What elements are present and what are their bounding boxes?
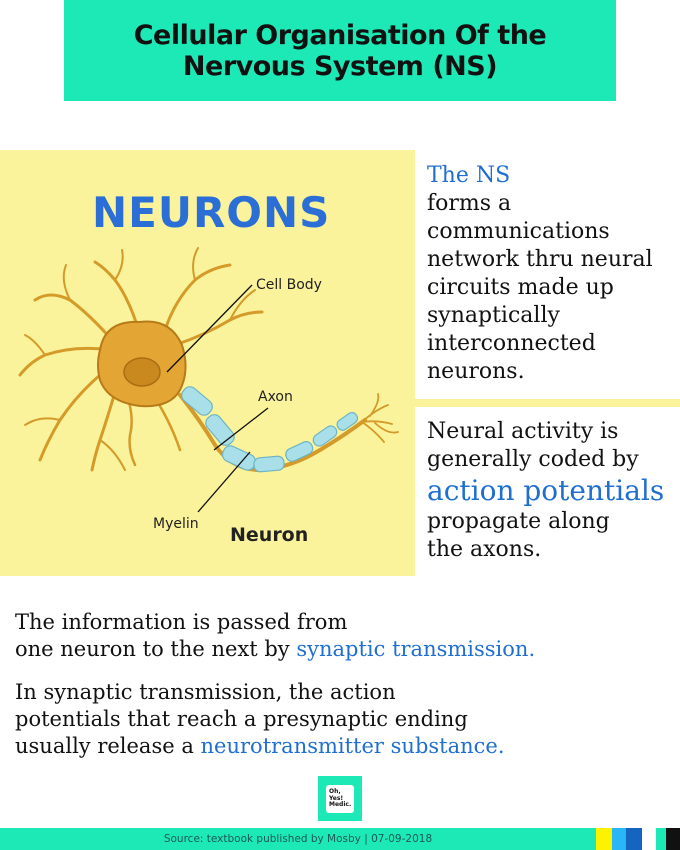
logo-line-3: Medic. [329, 801, 352, 809]
neuron-illustration-panel: NEURONS [0, 150, 415, 576]
info-line-1: The information is passed from [15, 610, 348, 634]
label-cell-body: Cell Body [256, 277, 322, 293]
activity-line-3: propagate along [427, 509, 610, 534]
synaptic-transmission-text: In synaptic transmission, the action pot… [15, 679, 655, 760]
activity-line-4: the axons. [427, 537, 542, 562]
footer-stripe-blue [626, 828, 642, 850]
logo-badge: Oh, Yes! Medic. [326, 785, 354, 813]
ns-line-6: interconnected [427, 331, 596, 356]
page-title-line-2: Nervous System (NS) [182, 50, 498, 82]
ns-line-1: forms a [427, 191, 512, 216]
title-banner: Cellular Organisation Of the Nervous Sys… [64, 0, 616, 101]
dendrites [18, 247, 264, 472]
neurotransmitter-highlight: neurotransmitter substance. [200, 734, 505, 758]
info-line-2-text: one neuron to the next by [15, 637, 297, 661]
synaptic-line-2: potentials that reach a presynaptic endi… [15, 707, 468, 731]
logo-line-1: Oh, [329, 788, 341, 796]
activity-line-1: Neural activity is [427, 419, 619, 444]
neuron-illustration: NEURONS [18, 188, 399, 546]
neural-activity-description: Neural activity is generally coded by ac… [427, 418, 677, 564]
synaptic-line-3-text: usually release a [15, 734, 201, 758]
ns-line-5: synaptically [427, 303, 560, 328]
axon-terminals [361, 393, 399, 443]
logo-line-2: Yes! [329, 794, 344, 802]
ns-line-7: neurons. [427, 359, 525, 384]
label-leader-lines [166, 284, 269, 513]
label-neuron: Neuron [230, 524, 308, 546]
footer-source-bar: Source: textbook published by Mosby | 07… [0, 828, 596, 850]
page-title-line-1: Cellular Organisation Of the [133, 19, 547, 51]
ns-line-4: circuits made up [427, 275, 614, 300]
neurons-heading: NEURONS [92, 188, 330, 237]
ns-description: The NS forms a communications network th… [427, 162, 677, 386]
label-axon: Axon [258, 389, 293, 405]
footer-stripe-white [642, 828, 656, 850]
ns-line-2: communications [427, 219, 610, 244]
synaptic-transmission-highlight: synaptic transmission. [296, 637, 536, 661]
ns-highlight: The NS [427, 163, 511, 188]
section-divider [415, 399, 680, 407]
information-passing-text: The information is passed from one neuro… [15, 609, 655, 663]
info-line-2: one neuron to the next by synaptic trans… [15, 636, 655, 663]
footer-source-text: Source: textbook published by Mosby | 07… [163, 833, 433, 845]
synaptic-line-3: usually release a neurotransmitter subst… [15, 733, 655, 760]
label-myelin: Myelin [153, 516, 199, 532]
brand-logo: Oh, Yes! Medic. [318, 776, 362, 821]
axon [178, 386, 367, 473]
nucleus-shape [123, 357, 161, 387]
action-potentials-highlight: action potentials [427, 474, 665, 507]
ns-line-3: network thru neural [427, 247, 653, 272]
footer-stripe-cyan [612, 828, 626, 850]
synaptic-line-1: In synaptic transmission, the action [15, 680, 396, 704]
footer-stripe-yellow [596, 828, 612, 850]
footer-stripe-teal [656, 828, 666, 850]
footer-stripe-black [666, 828, 680, 850]
activity-line-2: generally coded by [427, 447, 639, 472]
